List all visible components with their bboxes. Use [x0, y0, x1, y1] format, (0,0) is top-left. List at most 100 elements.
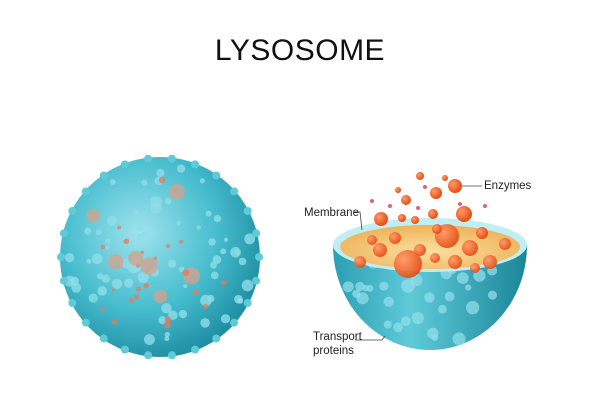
sphere-body: [60, 157, 260, 357]
transport-protein-bump: [164, 331, 170, 338]
internal-enzyme: [179, 239, 183, 244]
internal-enzyme: [135, 286, 141, 292]
transport-protein-bump: [196, 225, 201, 230]
transport-protein-bump: [444, 291, 455, 302]
transport-protein-bump: [411, 312, 424, 325]
transport-protein-bump: [136, 233, 144, 241]
internal-enzyme: [100, 244, 106, 250]
transport-protein-bump: [167, 259, 177, 268]
enzyme: [395, 187, 401, 193]
transport-protein-bump: [84, 227, 92, 235]
enzyme: [416, 172, 424, 180]
internal-enzyme: [192, 289, 199, 296]
transport-protein-bump: [109, 179, 116, 186]
transport-protein-bump: [212, 255, 222, 264]
transport-protein-bump: [465, 284, 472, 291]
transport-protein-bump: [133, 209, 139, 216]
transport-protein-bump: [212, 171, 221, 180]
transport-protein-bump: [210, 271, 219, 280]
internal-enzyme: [221, 279, 227, 286]
transport-protein-bump: [164, 336, 170, 342]
lysosome-cross-section: [333, 172, 527, 350]
internal-enzyme: [202, 303, 209, 310]
label-enzymes: Enzymes: [484, 180, 532, 192]
internal-enzyme: [164, 322, 171, 329]
transport-protein-bump: [456, 272, 469, 285]
internal-enzyme: [111, 288, 115, 292]
transport-protein-bump: [466, 300, 480, 315]
transport-protein-bump: [176, 164, 186, 173]
transport-protein-bump: [81, 187, 90, 196]
leader-lines: [354, 185, 482, 341]
internal-enzyme: [158, 176, 166, 184]
enzyme: [389, 232, 401, 244]
internal-enzyme: [182, 269, 190, 277]
internal-enzyme: [134, 294, 140, 300]
transport-protein-bump: [111, 278, 123, 290]
enzyme: [373, 243, 387, 257]
transport-protein-bump: [168, 310, 178, 320]
transport-protein-bump: [199, 178, 205, 184]
enzyme: [367, 235, 377, 245]
transport-protein-bump: [452, 332, 466, 346]
transport-protein-bump: [178, 266, 185, 273]
internal-enzyme: [168, 183, 185, 200]
internal-enzyme: [100, 307, 105, 312]
transport-protein-bump: [176, 220, 182, 226]
transport-protein-bump: [59, 276, 68, 285]
transport-protein-bump: [352, 289, 361, 298]
enzyme: [458, 202, 462, 206]
transport-protein-bump: [212, 334, 221, 343]
transport-protein-bump: [237, 297, 244, 304]
internal-enzyme: [140, 257, 158, 275]
transport-protein-bump: [220, 314, 231, 324]
transport-protein-bump: [243, 206, 252, 215]
transport-protein-bump: [137, 271, 149, 283]
lysosome-sphere: [57, 154, 263, 360]
transport-protein-bump: [230, 187, 239, 196]
enzyme: [423, 185, 427, 189]
transport-protein-bump: [191, 160, 200, 169]
transport-protein-bump: [161, 303, 172, 314]
transport-protein-bump: [167, 351, 176, 360]
transport-protein-bump: [400, 316, 411, 327]
internal-enzyme: [166, 243, 171, 249]
transport-protein-bump: [244, 233, 256, 245]
transport-protein-bump: [191, 345, 200, 354]
transport-protein-bump: [144, 154, 153, 163]
internal-enzyme: [153, 289, 168, 304]
enzyme: [476, 227, 488, 239]
transport-protein-bump: [427, 327, 439, 339]
transport-protein-bump: [95, 229, 102, 236]
internal-enzyme: [164, 316, 172, 324]
enzyme: [428, 209, 438, 219]
transport-protein-bump: [137, 225, 143, 232]
enzyme: [470, 263, 480, 273]
transport-protein-bump: [71, 282, 82, 293]
label-transport-line2: proteins: [313, 345, 354, 357]
transport-protein-bump: [208, 238, 216, 246]
internal-enzyme: [117, 225, 122, 230]
transport-protein-bump: [91, 253, 103, 265]
transport-protein-bump: [105, 245, 110, 250]
transport-leader: [355, 335, 386, 341]
transport-protein-bump: [379, 281, 389, 291]
transport-protein-bump: [59, 229, 68, 238]
transport-protein-bump: [241, 279, 254, 292]
transport-protein-bump: [97, 286, 107, 296]
transport-protein-bump: [99, 334, 108, 343]
enzyme: [430, 253, 440, 263]
enzyme: [416, 206, 420, 210]
internal-enzyme: [128, 297, 134, 303]
label-membrane: Membrane: [304, 207, 359, 219]
transport-protein-bump: [150, 196, 162, 208]
internal-enzyme: [86, 208, 100, 223]
enzyme: [398, 214, 406, 222]
transport-protein-bump: [487, 290, 498, 300]
transport-protein-bump: [101, 274, 110, 283]
label-transport-proteins: Transport proteins: [313, 330, 362, 358]
label-transport-line1: Transport: [313, 331, 362, 343]
transport-protein-bump: [96, 273, 104, 280]
enzyme: [354, 256, 366, 268]
